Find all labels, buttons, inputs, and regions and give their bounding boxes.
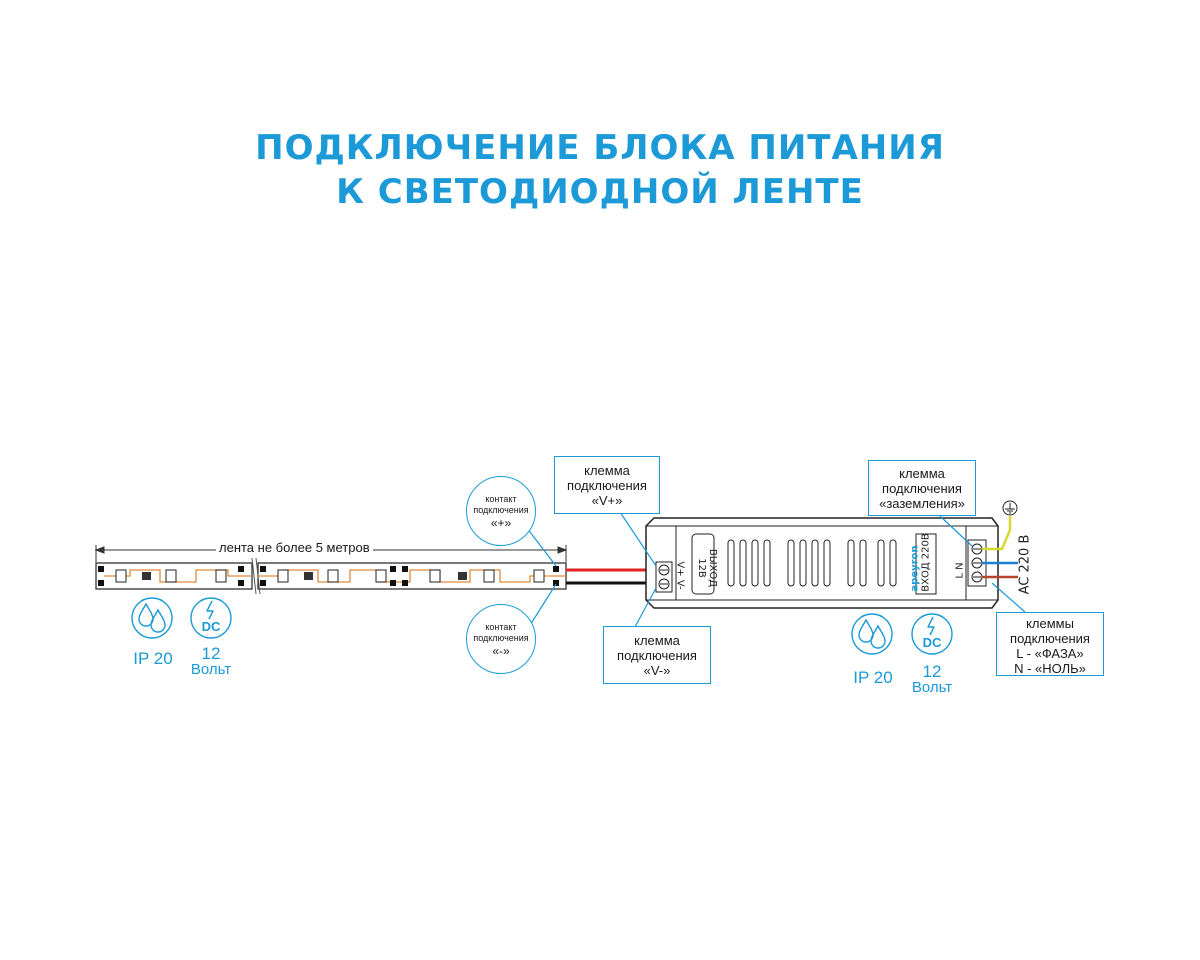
wire-ground [982,516,1012,551]
contact-plus-callout: контакт подключения «+» [466,476,536,546]
callout-v-plus-line3: «V+» [591,493,623,508]
page-title-line2: К СВЕТОДИОДНОЙ ЛЕНТЕ [336,172,864,212]
callout-phase-neutral: клеммы подключения L - «ФАЗА» N - «НОЛЬ» [996,612,1104,676]
contact-minus-callout: контакт подключения «-» [466,604,536,674]
strip-pads [98,566,559,586]
strip-voltage-unit: Вольт [190,661,232,678]
psu-voltage-value: 12 [922,662,942,681]
power-supply [645,517,999,609]
contact-plus-symbol: «+» [490,515,512,530]
psu-out-terminals: V+ V- [674,561,686,590]
contact-plus-line1: контакт [485,493,517,504]
callout-ground: клемма подключения «заземления» [868,460,976,516]
contact-minus-line1: контакт [485,621,517,632]
led-strip [95,557,567,595]
callout-v-minus-line3: «V-» [643,663,671,678]
callout-phase-line2: подключения [1010,631,1090,646]
psu-input-label: ВХОД 220В [920,533,932,592]
vent-slots [727,539,897,587]
psu-voltage-unit: Вольт [911,679,953,696]
callout-v-plus-line1: клемма [584,463,630,478]
callout-v-minus-line2: подключения [617,648,697,663]
dc-bolt-icon [190,597,232,639]
water-drops-icon [131,597,173,639]
ac-input-label: AC 220 В [1017,534,1033,595]
callout-phase-line1: клеммы [1026,616,1074,631]
page-title-line1: ПОДКЛЮЧЕНИЕ БЛОКА ПИТАНИЯ [255,128,945,168]
dc-bolt-icon [911,613,953,655]
strip-voltage-value: 12 [201,644,221,663]
psu-in-terminals: L N [954,562,966,579]
strip-resistors [142,572,467,580]
callout-v-minus: клемма подключения «V-» [603,626,711,684]
callout-ground-line3: «заземления» [879,496,965,511]
callout-phase-line3: L - «ФАЗА» [1016,646,1084,661]
dc-badge-strip: DC [202,619,221,634]
contact-plus-line2: подключения [473,504,529,515]
strip-leds [115,569,545,583]
callout-v-plus: клемма подключения «V+» [554,456,660,514]
callout-ground-line1: клемма [899,466,945,481]
callout-phase-line4: N - «НОЛЬ» [1014,661,1086,676]
contact-minus-symbol: «-» [492,643,510,658]
strip-ip-label: IP 20 [133,649,173,668]
callout-v-plus-line2: подключения [567,478,647,493]
callout-v-minus-line1: клемма [634,633,680,648]
ground-icon [1002,500,1018,516]
contact-minus-line2: подключения [473,632,529,643]
psu-output-label: ВЫХОД 12В [696,548,718,588]
water-drops-icon [851,613,893,655]
dc-badge-psu: DC [923,635,942,650]
psu-brand-logo: apeyron [909,545,921,592]
strip-length-label: лента не более 5 метров [216,540,373,555]
psu-ip-label: IP 20 [853,668,893,687]
callout-ground-line2: подключения [882,481,962,496]
